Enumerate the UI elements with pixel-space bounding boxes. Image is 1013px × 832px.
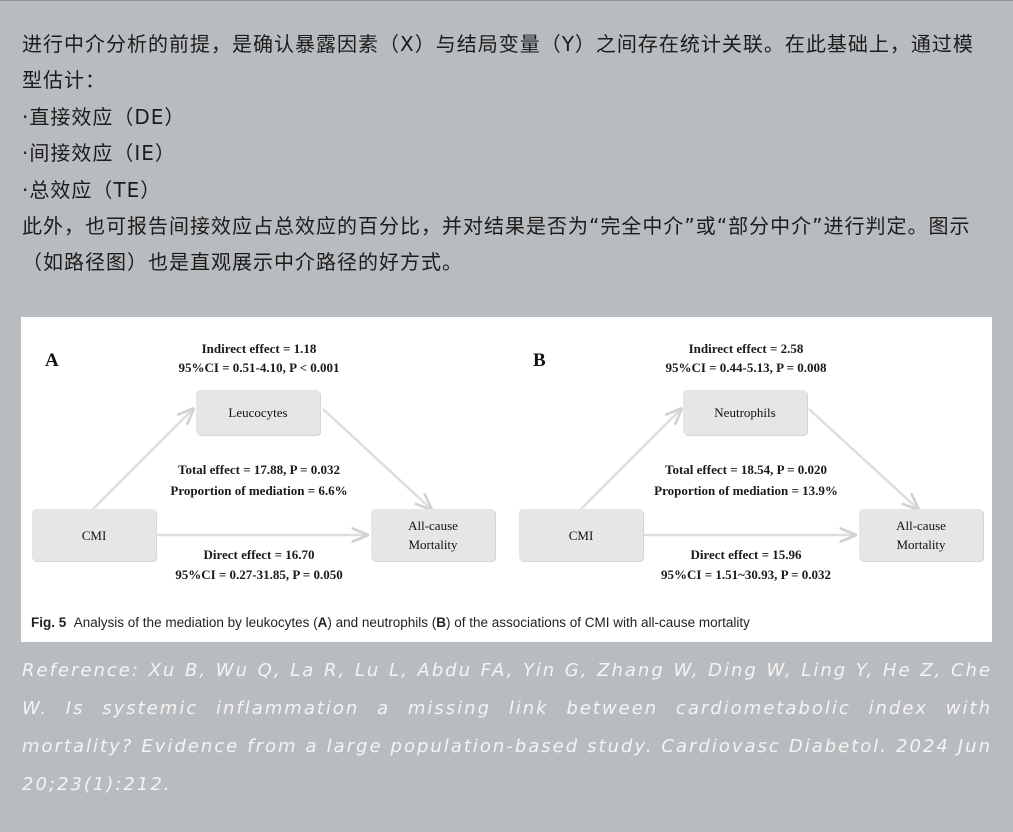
panel-b-total-effect: Total effect = 18.54, P = 0.020: [664, 462, 827, 477]
panel-a-proportion: Proportion of mediation = 6.6%: [170, 483, 348, 498]
panel-b-indirect-ci: 95%CI = 0.44-5.13, P = 0.008: [665, 360, 827, 375]
panel-a-direct-ci: 95%CI = 0.27-31.85, P = 0.050: [175, 567, 343, 582]
list-item-total-effect: ·总效应（TE）: [22, 177, 162, 202]
panel-a-outcome-box: All-cause Mortality: [371, 509, 495, 561]
caption-text-3: ) of the associations of CMI with all-ca…: [445, 615, 750, 630]
panel-a-indirect-effect: Indirect effect = 1.18: [201, 341, 317, 356]
intro-closing-paragraph: 此外，也可报告间接效应占总效应的百分比，并对结果是否为“完全中介”或“部分中介”…: [22, 214, 971, 275]
panel-a-letter: A: [45, 350, 59, 371]
panel-b-indirect-effect: Indirect effect = 2.58: [688, 341, 804, 356]
arrow-a-cmi-to-mediator: [92, 409, 193, 510]
top-border: [0, 0, 1013, 1]
arrow-b-cmi-to-mediator: [580, 409, 681, 510]
panel-b-proportion: Proportion of mediation = 13.9%: [654, 483, 838, 498]
caption-text-2: ) and neutrophils (: [327, 615, 437, 630]
caption-bold-a: A: [317, 615, 328, 630]
intro-text: 进行中介分析的前提，是确认暴露因素（X）与结局变量（Y）之间存在统计关联。在此基…: [22, 26, 994, 281]
panel-a-mediator-box: Leucocytes: [196, 390, 320, 435]
list-item-direct-effect: ·直接效应（DE）: [22, 104, 186, 129]
panel-a-outcome-line1: All-cause: [408, 518, 458, 533]
caption-bold-b: B: [436, 615, 446, 630]
panel-b-outcome-line2: Mortality: [896, 537, 946, 552]
figure-caption: Fig. 5 Analysis of the mediation by leuk…: [31, 615, 750, 630]
intro-paragraph: 进行中介分析的前提，是确认暴露因素（X）与结局变量（Y）之间存在统计关联。在此基…: [22, 32, 974, 93]
panel-b-letter: B: [533, 350, 546, 371]
panel-a-total-effect: Total effect = 17.88, P = 0.032: [177, 462, 340, 477]
panel-a-outcome-line2: Mortality: [408, 537, 458, 552]
arrow-a-mediator-to-outcome: [322, 408, 431, 509]
panel-a-direct-effect: Direct effect = 16.70: [203, 547, 315, 562]
panel-b-exposure-box: CMI: [519, 509, 643, 561]
reference-citation: Reference: Xu B, Wu Q, La R, Lu L, Abdu …: [22, 660, 992, 795]
figure-label: Fig. 5: [31, 615, 67, 630]
arrow-b-mediator-to-outcome: [808, 408, 918, 509]
panel-a-exposure-box: CMI: [32, 509, 156, 561]
panel-a-indirect-ci: 95%CI = 0.51-4.10, P < 0.001: [178, 360, 340, 375]
panel-b-mediator-box: Neutrophils: [683, 390, 807, 435]
caption-text-1: Analysis of the mediation by leukocytes …: [73, 615, 318, 630]
panel-b-direct-ci: 95%CI = 1.51~30.93, P = 0.032: [661, 567, 831, 582]
panel-b-outcome-box: All-cause Mortality: [859, 509, 983, 561]
panel-b-direct-effect: Direct effect = 15.96: [690, 547, 802, 562]
path-arrows: [92, 317, 992, 642]
mediation-figure: A Indirect effect = 1.18 95%CI = 0.51-4.…: [21, 317, 992, 642]
list-item-indirect-effect: ·间接效应（IE）: [22, 141, 176, 166]
panel-b-outcome-line1: All-cause: [896, 518, 946, 533]
